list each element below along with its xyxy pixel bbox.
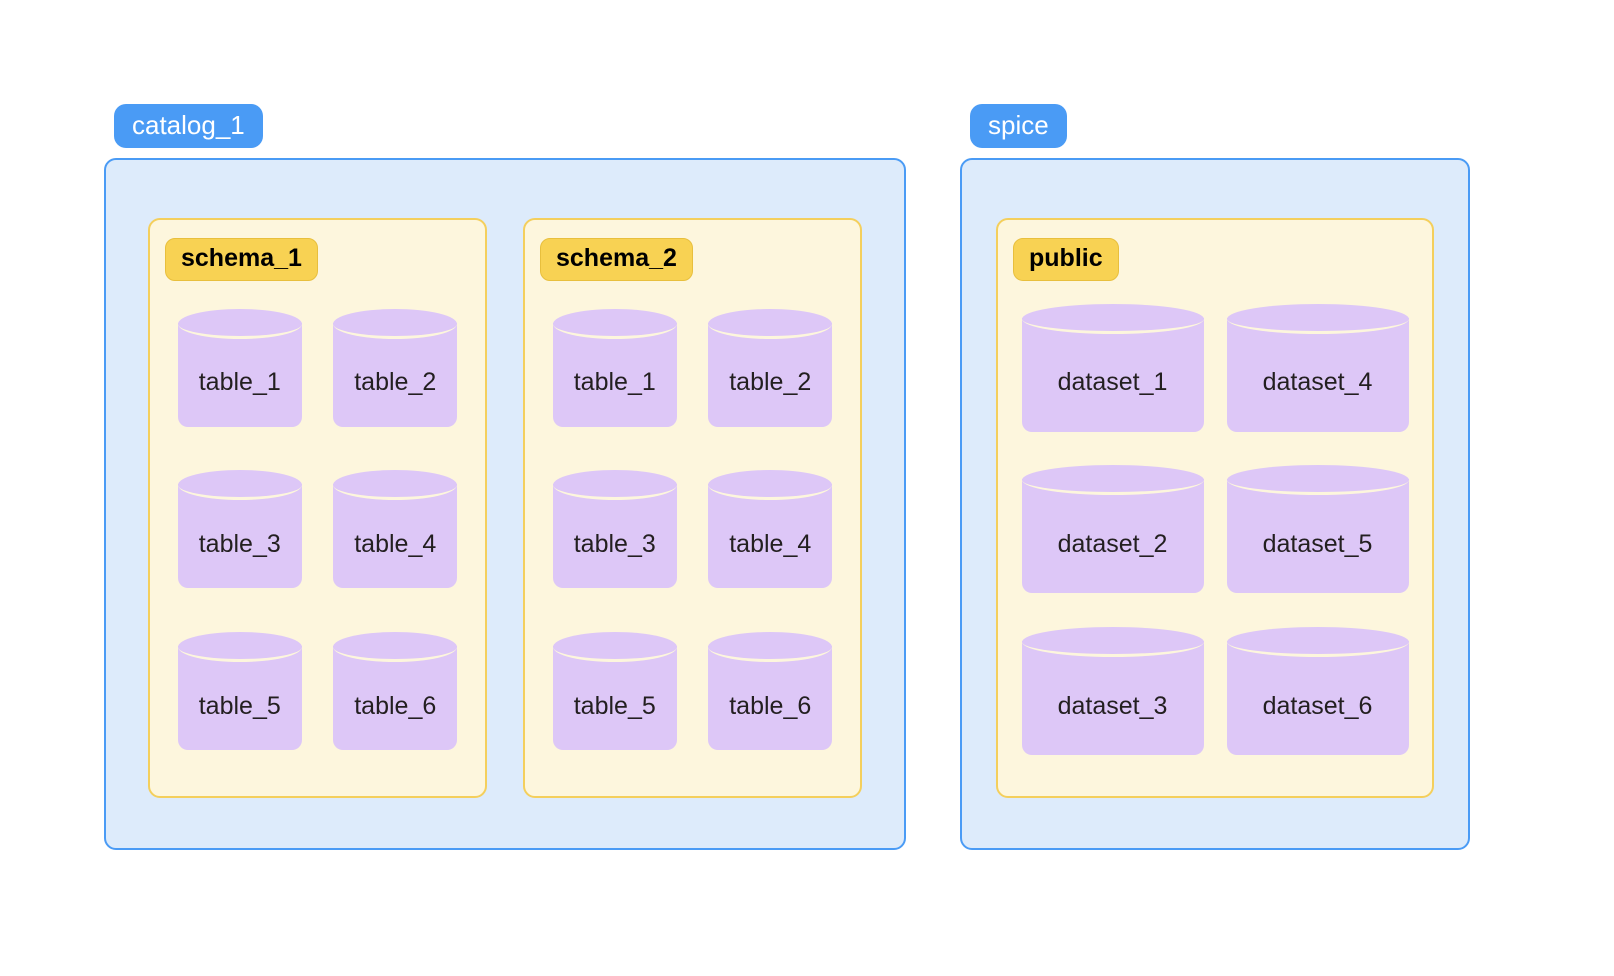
catalog-group-catalog_1: catalog_1 schema_1 table_1 table_2 (104, 104, 906, 850)
database-cylinder-icon[interactable]: table_4 (333, 470, 458, 589)
cylinder-top-ellipse (1021, 627, 1204, 658)
table-label: table_4 (354, 529, 437, 558)
cylinder-top-ellipse (333, 308, 458, 339)
cylinder-body (1226, 479, 1409, 594)
cylinder-body (177, 322, 302, 427)
cylinder-body (552, 322, 677, 427)
cylinder-body (552, 484, 677, 589)
database-cylinder-icon[interactable]: table_6 (708, 632, 833, 751)
table-label: table_5 (198, 691, 281, 720)
cylinder-body (1226, 641, 1409, 756)
cylinder-top-ellipse (333, 632, 458, 663)
cylinder-top-ellipse (333, 470, 458, 501)
schema-panel-public: public dataset_1 dataset_4 (996, 218, 1434, 798)
cylinder-top-ellipse (552, 632, 677, 663)
database-cylinder-icon[interactable]: table_3 (177, 470, 302, 589)
database-cylinder-icon[interactable]: dataset_5 (1226, 465, 1409, 594)
cylinder-body (708, 484, 833, 589)
table-label: table_2 (729, 368, 812, 397)
table-label: table_4 (729, 529, 812, 558)
database-cylinder-icon[interactable]: table_5 (552, 632, 677, 751)
schema-badge-schema_1[interactable]: schema_1 (165, 238, 318, 281)
table-label: table_6 (354, 691, 437, 720)
cylinder-top-ellipse (1226, 465, 1409, 496)
cylinder-top-ellipse (177, 632, 302, 663)
catalog-badge-spice[interactable]: spice (970, 104, 1067, 148)
database-cylinder-icon[interactable]: dataset_3 (1021, 627, 1204, 756)
cylinder-top-ellipse (1226, 303, 1409, 334)
schema-panel-schema_2: schema_2 table_1 table_2 (523, 218, 862, 798)
database-cylinder-icon[interactable]: table_6 (333, 632, 458, 751)
table-label: table_3 (198, 529, 281, 558)
cylinder-body (1226, 317, 1409, 432)
database-cylinder-icon[interactable]: dataset_6 (1226, 627, 1409, 756)
table-label: table_2 (354, 368, 437, 397)
cylinder-body (552, 646, 677, 751)
schema-badge-schema_2[interactable]: schema_2 (540, 238, 693, 281)
cylinder-top-ellipse (552, 308, 677, 339)
cylinder-body (1021, 317, 1204, 432)
cylinder-body (177, 484, 302, 589)
database-cylinder-icon[interactable]: table_2 (708, 308, 833, 427)
cylinder-body (1021, 479, 1204, 594)
cylinder-body (1021, 641, 1204, 756)
cylinder-top-ellipse (177, 470, 302, 501)
dataset-label: dataset_2 (1057, 529, 1168, 558)
object-grid-schema_2: table_1 table_2 table_3 (525, 281, 860, 772)
table-label: table_6 (729, 691, 812, 720)
object-grid-public: dataset_1 dataset_4 dataset_2 (998, 281, 1432, 772)
database-cylinder-icon[interactable]: table_1 (552, 308, 677, 427)
database-cylinder-icon[interactable]: table_1 (177, 308, 302, 427)
cylinder-top-ellipse (1021, 465, 1204, 496)
cylinder-top-ellipse (708, 470, 833, 501)
database-cylinder-icon[interactable]: dataset_4 (1226, 303, 1409, 432)
cylinder-body (333, 646, 458, 751)
cylinder-top-ellipse (708, 308, 833, 339)
cylinder-body (708, 322, 833, 427)
dataset-label: dataset_1 (1057, 368, 1168, 397)
database-cylinder-icon[interactable]: table_4 (708, 470, 833, 589)
catalog-group-spice: spice public dataset_1 dataset_4 (960, 104, 1470, 850)
cylinder-top-ellipse (708, 632, 833, 663)
cylinder-body (708, 646, 833, 751)
database-cylinder-icon[interactable]: table_3 (552, 470, 677, 589)
table-label: table_3 (573, 529, 656, 558)
cylinder-top-ellipse (1021, 303, 1204, 334)
schema-panels-row-catalog_1: schema_1 table_1 table_2 (104, 158, 906, 850)
dataset-label: dataset_5 (1262, 529, 1373, 558)
dataset-label: dataset_3 (1057, 691, 1168, 720)
object-grid-schema_1: table_1 table_2 table_3 (150, 281, 485, 772)
database-cylinder-icon[interactable]: table_2 (333, 308, 458, 427)
cylinder-body (333, 322, 458, 427)
cylinder-top-ellipse (552, 470, 677, 501)
schema-panel-schema_1: schema_1 table_1 table_2 (148, 218, 487, 798)
database-cylinder-icon[interactable]: table_5 (177, 632, 302, 751)
cylinder-body (333, 484, 458, 589)
table-label: table_5 (573, 691, 656, 720)
database-cylinder-icon[interactable]: dataset_1 (1021, 303, 1204, 432)
table-label: table_1 (573, 368, 656, 397)
table-label: table_1 (198, 368, 281, 397)
cylinder-body (177, 646, 302, 751)
catalog-badge-catalog_1[interactable]: catalog_1 (114, 104, 263, 148)
cylinder-top-ellipse (177, 308, 302, 339)
schema-panels-row-spice: public dataset_1 dataset_4 (960, 158, 1470, 850)
dataset-label: dataset_6 (1262, 691, 1373, 720)
schema-badge-public[interactable]: public (1013, 238, 1119, 281)
database-cylinder-icon[interactable]: dataset_2 (1021, 465, 1204, 594)
dataset-label: dataset_4 (1262, 368, 1373, 397)
cylinder-top-ellipse (1226, 627, 1409, 658)
